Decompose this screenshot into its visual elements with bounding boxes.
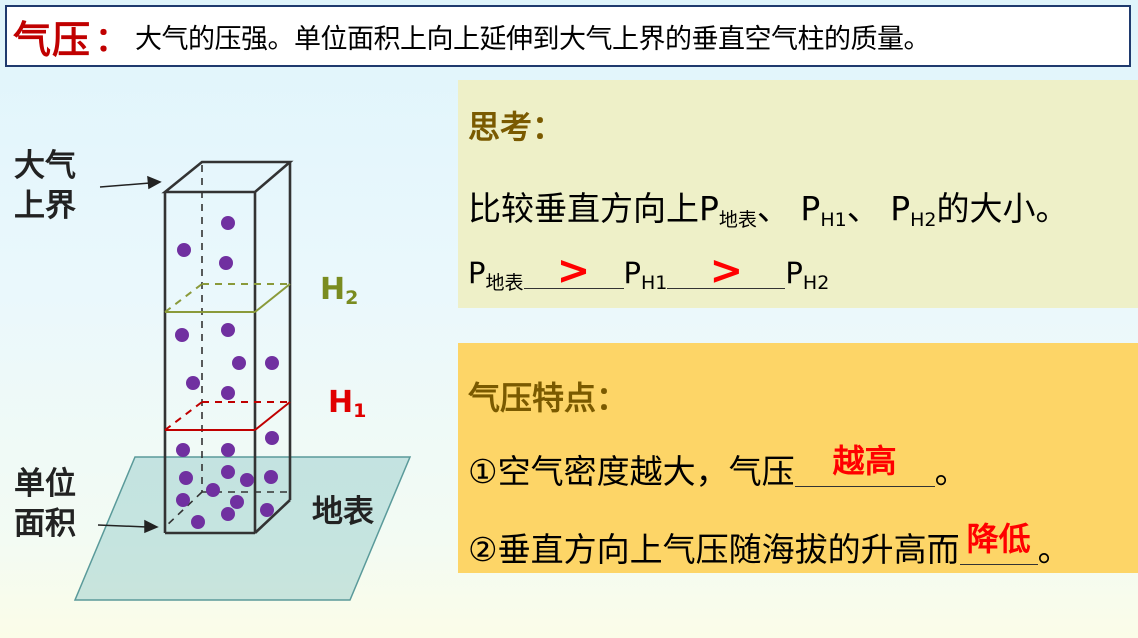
cmp-sub-surface: 地表 (485, 272, 524, 294)
feature-item-1-text: ①空气密度越大，气压 (468, 452, 795, 491)
h2-letter: H (320, 272, 346, 307)
h2-subscript: 2 (345, 287, 359, 309)
title-definition: 大气的压强。单位面积上向上延伸到大气上界的垂直空气柱的质量。 (135, 23, 931, 55)
feature-item-2: ②垂直方向上气压随海拔的升高而降低。 (468, 520, 1071, 571)
title-colon: ： (95, 19, 130, 60)
h1-label: H1 (328, 385, 366, 422)
surface-label: 地表 (312, 494, 374, 530)
cmp-p-h2: P (785, 256, 803, 290)
sub-h1: H1 (820, 209, 847, 231)
feature-item-2-end: 。 (1037, 530, 1071, 569)
column-outline (161, 160, 294, 535)
h1-letter: H (328, 385, 354, 420)
h2-label: H2 (320, 272, 358, 309)
comparison-blank-2: > (667, 248, 786, 294)
unit-area-label-line1: 单位 (14, 466, 76, 502)
h2-plane (164, 283, 291, 313)
cmp-p-surface: P (468, 256, 486, 290)
feature-item-1-end: 。 (934, 452, 968, 491)
arrow-right-icon (147, 175, 162, 190)
feature-item-1: ①空气密度越大，气压越高。 (468, 442, 968, 493)
air-molecules (175, 216, 279, 529)
air-column-diagram: 大气 上界 单位 面积 地表 H2 H1 (0, 80, 455, 620)
features-panel: 气压特点： ①空气密度越大，气压越高。 ②垂直方向上气压随海拔的升高而降低。 (458, 343, 1138, 573)
sub-surface: 地表 (718, 209, 757, 231)
cmp-sub-h2: H2 (802, 272, 830, 294)
sub-h2: H2 (910, 209, 937, 231)
upper-bound-label-line2: 上界 (14, 188, 76, 224)
think-heading: 思考： (468, 108, 565, 146)
comparison-line: P地表>PH1>PH2 (468, 248, 830, 295)
title-banner: 气压 ： 大气的压强。单位面积上向上延伸到大气上界的垂直空气柱的质量。 (5, 5, 1131, 67)
think-question-suffix: 的大小。 (936, 189, 1069, 228)
think-question: 比较垂直方向上P地表、 PH1、 PH2的大小。 (468, 182, 1068, 232)
unit-area-label-line2: 面积 (14, 506, 76, 542)
unit-area-label: 单位 面积 (14, 464, 76, 544)
cmp-p-h1: P (623, 256, 642, 290)
feature-answer-1: 越高 (832, 442, 897, 480)
upper-bound-label: 大气 上界 (14, 146, 76, 226)
feature-blank-1: 越高 (794, 442, 935, 487)
feature-answer-2: 降低 (966, 520, 1031, 558)
features-heading: 气压特点： (468, 379, 629, 417)
air-column-svg (73, 160, 412, 601)
comparison-answer-1: > (556, 248, 591, 294)
think-panel: 思考： 比较垂直方向上P地表、 PH1、 PH2的大小。 P地表>PH1>PH2 (458, 80, 1138, 308)
feature-blank-2: 降低 (959, 520, 1038, 565)
comparison-answer-2: > (709, 248, 744, 294)
think-question-sep1: 、 P (756, 189, 821, 228)
arrow-right-icon (144, 519, 159, 534)
upper-bound-label-line1: 大气 (14, 148, 76, 184)
think-question-prefix: 比较垂直方向上P (468, 189, 719, 228)
pointer-arrows (97, 175, 162, 534)
think-question-sep2: 、 P (846, 189, 911, 228)
feature-item-2-text: ②垂直方向上气压随海拔的升高而 (468, 530, 960, 569)
ground-plane (73, 456, 412, 601)
h1-plane (164, 401, 291, 431)
h1-subscript: 1 (353, 400, 367, 422)
comparison-blank-1: > (523, 248, 624, 294)
title-term: 气压 (13, 17, 92, 62)
cmp-sub-h1: H1 (641, 272, 668, 294)
